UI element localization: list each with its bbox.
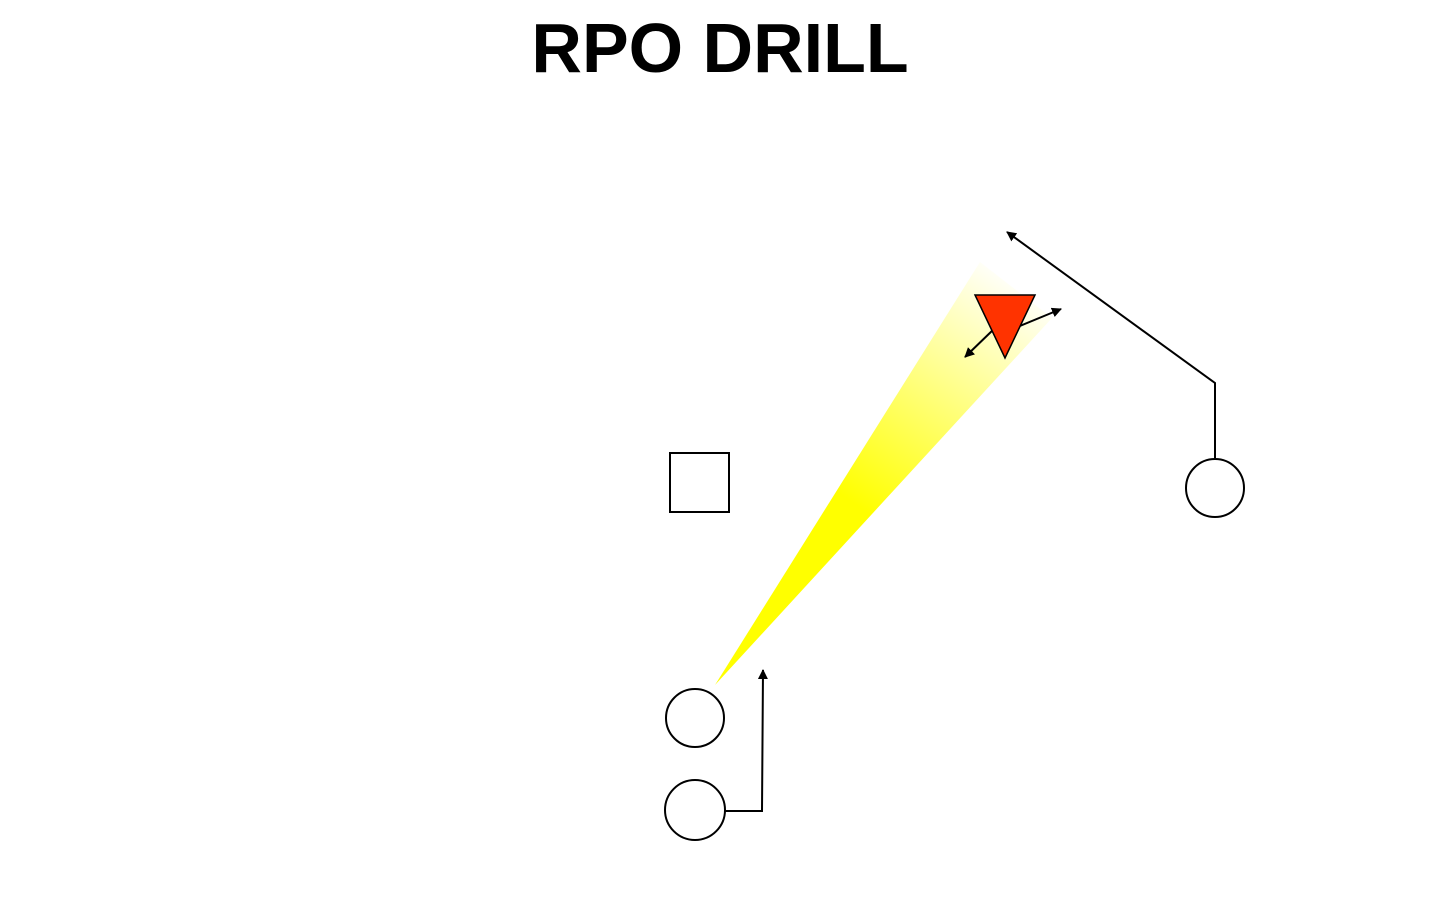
receiver-circle — [1185, 458, 1245, 518]
running-back-route — [724, 669, 768, 812]
qb-read-cone — [715, 262, 1052, 685]
defender-triangle — [973, 294, 1037, 360]
slide-title: RPO DRILL — [531, 9, 909, 87]
running-back-circle — [664, 779, 726, 841]
receiver-route — [1006, 231, 1216, 458]
center-square — [669, 452, 730, 513]
quarterback-circle — [665, 688, 725, 748]
defender-option-arrow-left — [964, 327, 996, 358]
defender-option-arrow-right — [1014, 307, 1062, 329]
